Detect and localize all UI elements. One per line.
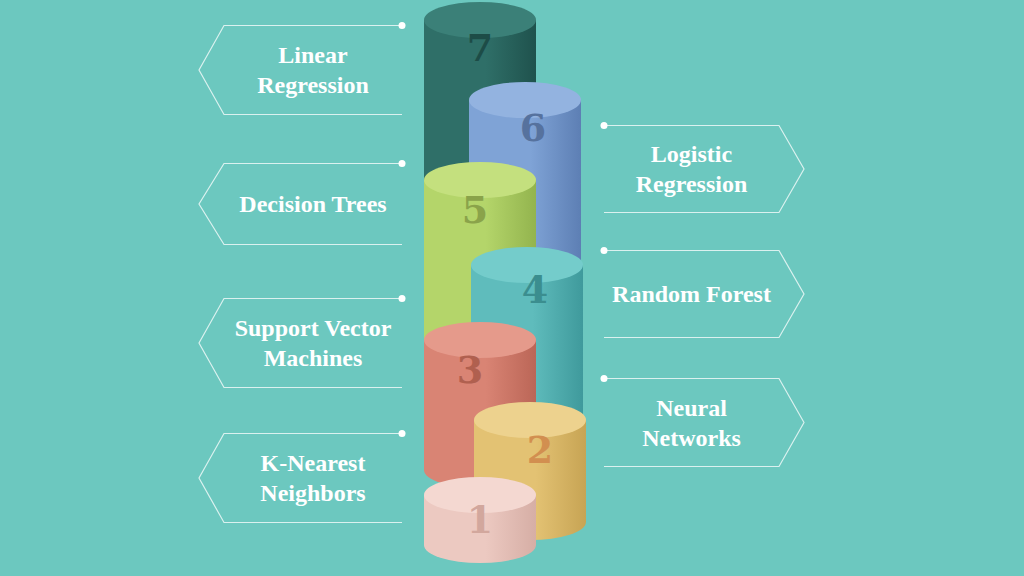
leader-dot xyxy=(601,375,608,382)
label-shape: Support Vector Machines xyxy=(198,298,406,388)
step-number: 2 xyxy=(520,430,560,470)
method-label: K-Nearest Neighbors xyxy=(226,448,401,508)
label-shape: Linear Regression xyxy=(198,25,406,115)
leader-dot xyxy=(601,247,608,254)
label-outline-path xyxy=(199,299,402,388)
label-shape: Logistic Regression xyxy=(600,125,805,213)
label-outline xyxy=(198,25,406,115)
leader-dot xyxy=(601,122,608,129)
label-outline-path xyxy=(199,434,402,523)
label-outline-path xyxy=(604,126,804,213)
method-label: Support Vector Machines xyxy=(218,313,408,373)
leader-dot xyxy=(399,160,406,167)
step-number: 3 xyxy=(450,350,490,390)
step-number: 7 xyxy=(460,28,500,68)
label-shape: Random Forest xyxy=(600,250,805,338)
label-outline xyxy=(600,125,805,213)
label-shape: Neural Networks xyxy=(600,378,805,467)
step-number: 4 xyxy=(515,270,555,310)
label-outline xyxy=(198,433,406,523)
leader-dot xyxy=(399,430,406,437)
method-label: Random Forest xyxy=(597,279,787,309)
method-label: Logistic Regression xyxy=(604,139,779,199)
step-number: 5 xyxy=(455,190,495,230)
label-shape: Decision Trees xyxy=(198,163,406,245)
method-label: Decision Trees xyxy=(218,189,408,219)
label-outline-path xyxy=(199,26,402,115)
leader-dot xyxy=(399,22,406,29)
label-outline xyxy=(198,298,406,388)
method-label: Neural Networks xyxy=(617,393,767,453)
label-shape: K-Nearest Neighbors xyxy=(198,433,406,523)
label-outline-path xyxy=(604,379,804,467)
step-number: 6 xyxy=(513,108,553,148)
step-number: 1 xyxy=(460,500,500,540)
cylinder: 1 xyxy=(422,475,538,565)
leader-dot xyxy=(399,295,406,302)
method-label: Linear Regression xyxy=(226,40,401,100)
label-outline xyxy=(600,378,805,467)
